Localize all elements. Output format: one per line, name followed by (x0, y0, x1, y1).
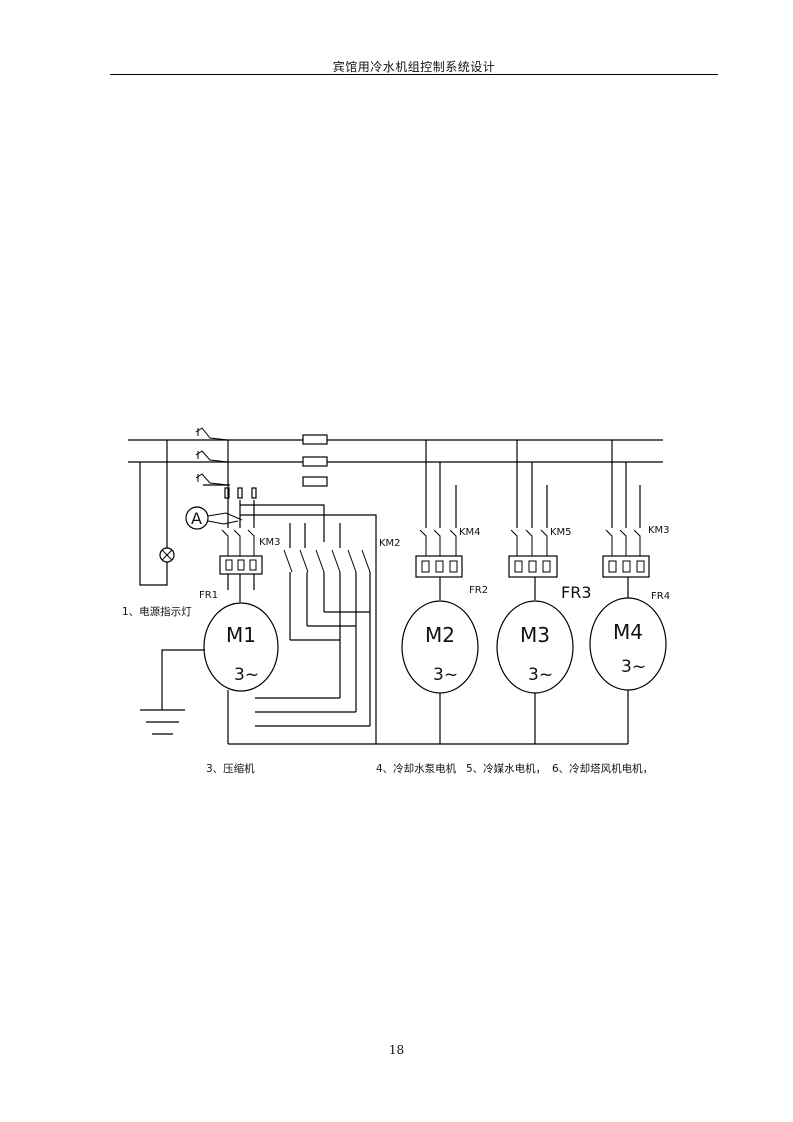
caption-cooling-pump: 4、冷却水泵电机 (376, 762, 457, 775)
motor-m2: M2 3~ (401, 600, 479, 694)
motor-m1-phase: 3~ (234, 665, 259, 685)
motor-m4-phase: 3~ (621, 657, 646, 677)
label-fr1: FR1 (199, 590, 218, 601)
caption-tower-fan: 6、冷却塔风机电机， (552, 762, 653, 775)
label-fr3: FR3 (561, 583, 592, 602)
motor-m3: M3 3~ (496, 600, 574, 694)
main-fuses (302, 434, 328, 487)
m3-branch (508, 440, 558, 744)
m4-branch (602, 440, 650, 744)
label-km3-left: KM3 (259, 537, 281, 548)
ammeter-label: A (191, 509, 202, 528)
caption-compressor: 3、压缩机 (206, 762, 255, 775)
motor-m4: M4 3~ (589, 597, 667, 691)
motor-m2-phase: 3~ (433, 665, 458, 685)
motor-m3-phase: 3~ (528, 665, 553, 685)
supply-bus (128, 439, 663, 486)
motor-m3-name: M3 (520, 623, 550, 647)
page-number: 18 (388, 1043, 405, 1057)
caption-chilled-water: 5、冷媒水电机， (466, 762, 546, 775)
header-rule (110, 74, 718, 75)
m2-branch (415, 440, 463, 744)
main-switch (195, 427, 229, 486)
star-delta-wiring (240, 504, 377, 744)
ammeter: A (185, 506, 243, 530)
label-km4: KM4 (459, 527, 481, 538)
motor-m4-name: M4 (613, 620, 643, 644)
m1-branch (219, 440, 263, 602)
label-km3-right: KM3 (648, 525, 670, 536)
caption-power-lamp: 1、电源指示灯 (122, 605, 192, 618)
power-indicator-lamp (139, 440, 175, 586)
motor-m1: M1 3~ (203, 602, 279, 692)
label-fr4: FR4 (651, 591, 670, 602)
return-line (227, 690, 628, 745)
motor-m2-name: M2 (425, 623, 455, 647)
m1-branch-fuses (224, 487, 257, 499)
label-km5: KM5 (550, 527, 572, 538)
label-fr2: FR2 (469, 585, 488, 596)
page-header-title: 宾馆用冷水机组控制系统设计 (332, 60, 496, 74)
ground-symbol (140, 649, 205, 735)
motor-m1-name: M1 (226, 623, 256, 647)
label-km2: KM2 (379, 538, 401, 549)
